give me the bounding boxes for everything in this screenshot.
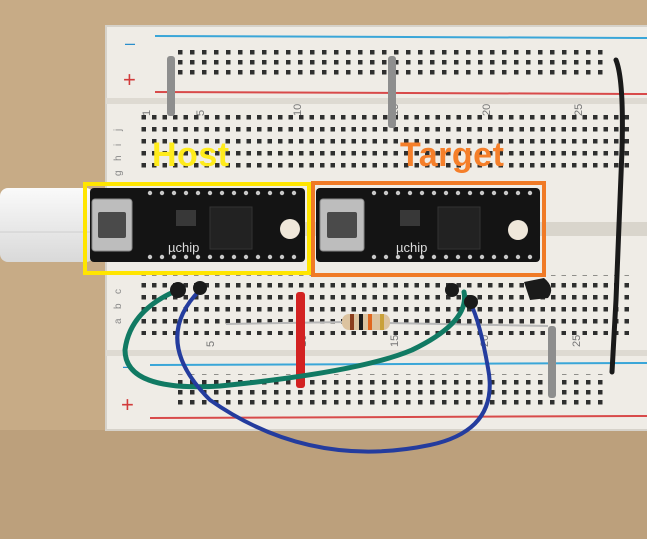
- green-wire: [122, 287, 468, 390]
- black-wire: [609, 57, 625, 375]
- column-number: 20: [481, 104, 493, 116]
- wire-end: [170, 282, 186, 298]
- svg-text:a: a: [113, 318, 124, 324]
- host-silkscreen: µchip: [168, 240, 199, 255]
- column-number: 10: [292, 104, 304, 116]
- jumper-pin-left: [167, 56, 175, 116]
- resistor-lead: [225, 321, 346, 325]
- usb-cable: [0, 188, 94, 262]
- top-rail-red-line: [154, 91, 647, 95]
- host-chip: [209, 206, 253, 250]
- rail-plus-top: +: [123, 67, 136, 92]
- host-highlight-box: [83, 182, 311, 275]
- column-number: 5: [205, 341, 217, 347]
- target-chip: [437, 206, 481, 250]
- column-number: 15: [389, 335, 401, 347]
- column-number: 5: [195, 110, 207, 116]
- target-board: [316, 188, 540, 262]
- rail-plus-bottom: +: [121, 392, 134, 417]
- transistor: [524, 278, 552, 300]
- svg-text:i: i: [113, 144, 124, 146]
- svg-text:b: b: [113, 303, 124, 309]
- svg-text:c: c: [113, 289, 124, 294]
- wire-end: [464, 295, 478, 309]
- resistor-lead: [387, 322, 549, 327]
- column-number: 1: [141, 110, 153, 116]
- bottom-rail-blue-line: [149, 362, 647, 366]
- wire-end: [445, 283, 459, 297]
- rail-minus-top: –: [125, 33, 135, 53]
- svg-text:g: g: [113, 170, 124, 176]
- jumper-pin-middle: [388, 56, 396, 128]
- terminal-holes-top: [140, 113, 630, 173]
- wire-end: [193, 281, 207, 295]
- svg-text:h: h: [113, 155, 124, 161]
- top-rail-blue-line: [154, 35, 647, 39]
- target-label: Target: [400, 136, 505, 174]
- svg-text:j: j: [113, 129, 124, 132]
- row-letters-bottom: c b a: [113, 289, 124, 324]
- red-wire: [296, 292, 305, 388]
- target-silkscreen: µchip: [396, 240, 427, 255]
- blue-wire: [175, 288, 492, 454]
- target-highlight-box: [311, 181, 546, 277]
- bottom-rail-red-line: [149, 415, 647, 419]
- host-label: Host: [152, 136, 230, 174]
- column-number: 25: [573, 104, 585, 116]
- jumper-pin-bottom-right: [548, 326, 556, 398]
- column-number: 25: [571, 335, 583, 347]
